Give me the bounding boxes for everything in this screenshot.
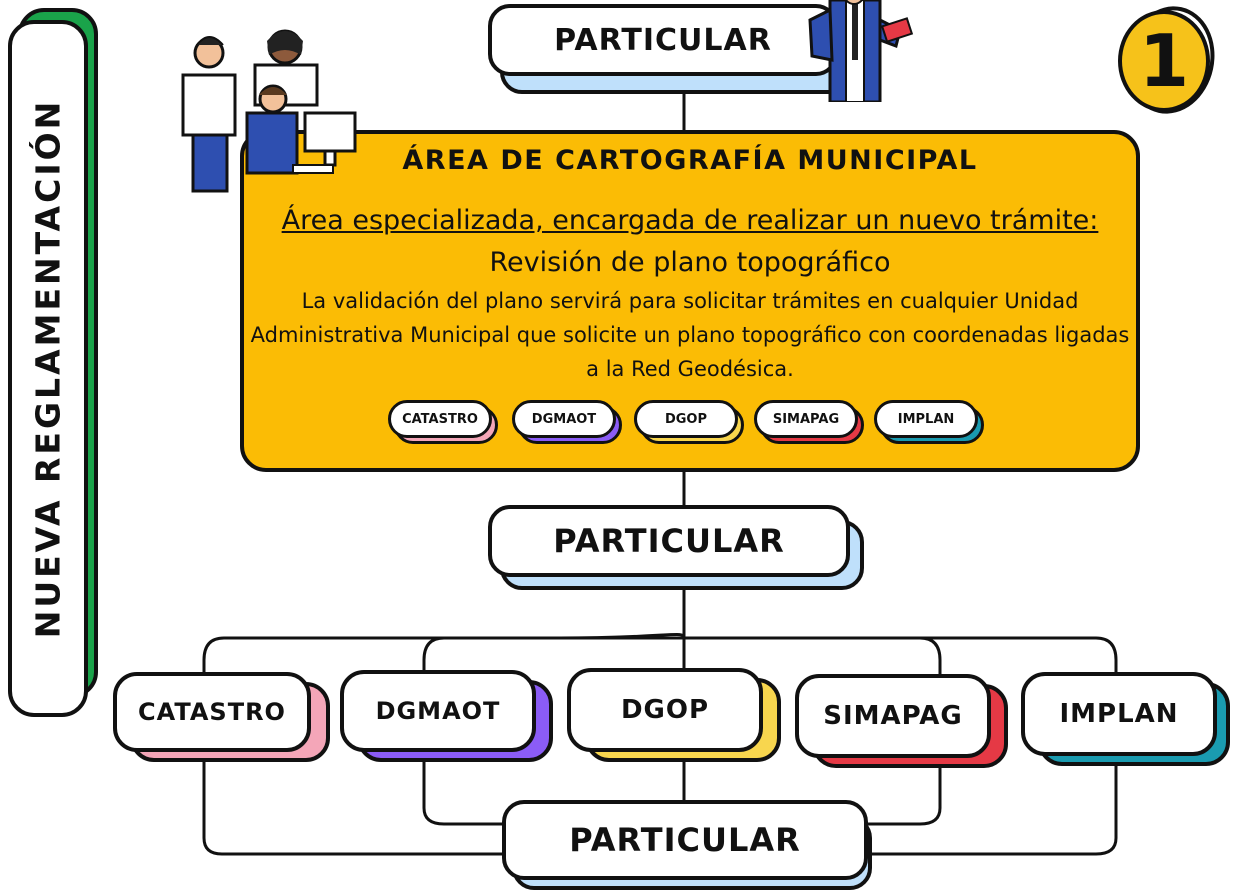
department-label: DGOP — [620, 695, 710, 725]
step-number-badge: 1 — [1118, 10, 1210, 112]
middle-particular-node: PARTICULAR — [488, 505, 850, 577]
chip-label: DGOP — [634, 400, 738, 438]
vertical-title-label: NUEVA REGLAMENTACIÓN — [28, 98, 68, 639]
vertical-title: NUEVA REGLAMENTACIÓN — [8, 20, 88, 717]
department-catastro: CATASTRO — [113, 672, 311, 752]
chip-dgmaot: DGMAOT — [512, 400, 622, 444]
area-subtitle-rest: Revisión de plano topográfico — [489, 247, 891, 278]
department-label: SIMAPAG — [823, 701, 963, 731]
chip-label: DGMAOT — [512, 400, 616, 438]
chip-dgop: DGOP — [634, 400, 744, 444]
area-subtitle: Área especializada, encargada de realiza… — [250, 200, 1130, 284]
chip-catastro: CATASTRO — [388, 400, 498, 444]
chip-simapag: SIMAPAG — [754, 400, 864, 444]
people-at-computer-illustration — [181, 29, 357, 193]
middle-node-label: PARTICULAR — [553, 522, 785, 560]
department-implan: IMPLAN — [1021, 672, 1217, 756]
department-dgmaot: DGMAOT — [340, 670, 536, 752]
department-label: DGMAOT — [375, 697, 501, 725]
top-particular-node: PARTICULAR — [488, 4, 838, 76]
department-simapag: SIMAPAG — [795, 674, 991, 758]
chip-label: SIMAPAG — [754, 400, 858, 438]
top-node-label: PARTICULAR — [554, 22, 772, 58]
chip-label: IMPLAN — [874, 400, 978, 438]
department-label: CATASTRO — [138, 698, 286, 726]
area-subtitle-underlined: Área especializada, encargada de realiza… — [281, 205, 1099, 236]
chip-implan: IMPLAN — [874, 400, 984, 444]
department-label: IMPLAN — [1059, 699, 1179, 729]
area-description: La validación del plano servirá para sol… — [250, 289, 1130, 381]
bottom-node-label: PARTICULAR — [569, 821, 801, 859]
chip-row: CATASTRO DGMAOT DGOP SIMAPAG IMPLAN — [388, 400, 1008, 450]
bottom-particular-node: PARTICULAR — [502, 800, 868, 880]
presenter-man-illustration — [808, 0, 914, 102]
chip-label: CATASTRO — [388, 400, 492, 438]
area-title: ÁREA DE CARTOGRAFÍA MUNICIPAL — [402, 145, 978, 176]
department-dgop: DGOP — [567, 668, 763, 752]
vertical-title-box — [8, 20, 88, 717]
